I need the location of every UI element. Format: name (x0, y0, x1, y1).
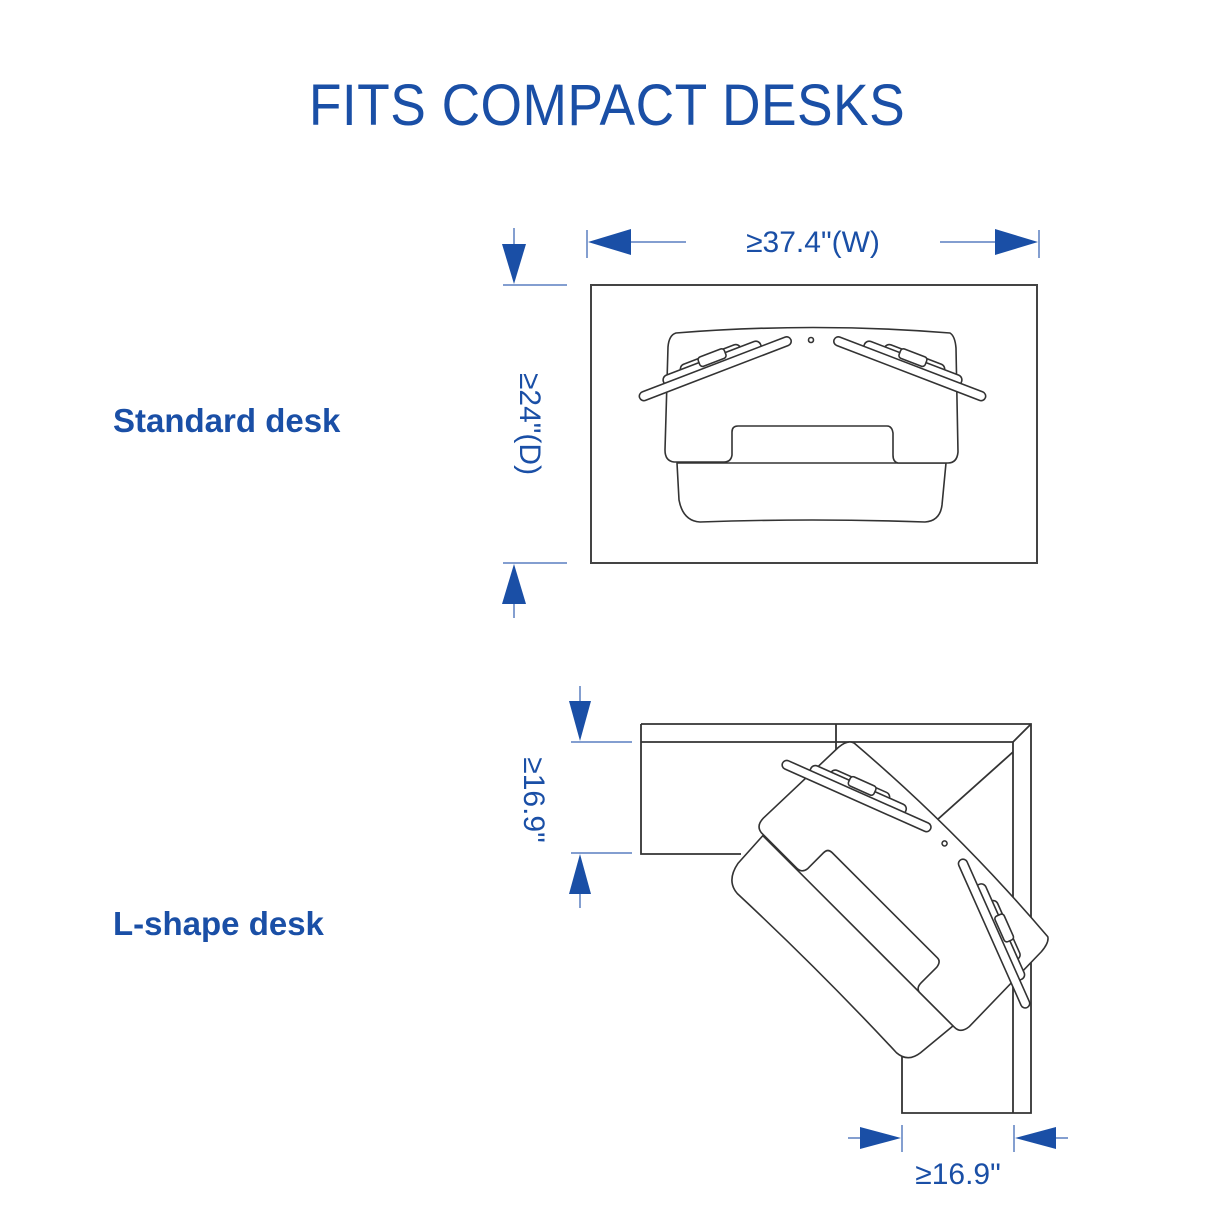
arrow-down-icon (569, 701, 591, 741)
arrow-down-icon (502, 244, 526, 284)
desk-converter-top-view-icon (638, 326, 987, 523)
desk-converter-top-view-icon (731, 741, 1049, 1059)
side-dimension (569, 686, 632, 908)
width-dimension (586, 229, 1040, 258)
standard-desk-label: Standard desk (113, 402, 341, 439)
l-shape-desk-diagram: ≥16.9" ≥16.9" (517, 686, 1068, 1191)
bottom-dimension (848, 1125, 1068, 1152)
depth-dimension-text: ≥24"(D) (513, 373, 546, 475)
standard-desk-outline (590, 284, 1038, 564)
arrow-up-icon (502, 564, 526, 604)
standard-desk-diagram: ≥37.4"(W) ≥24"(D) (502, 226, 1040, 618)
arrow-right-icon (995, 229, 1038, 255)
width-dimension-text: ≥37.4"(W) (746, 226, 880, 259)
arrow-right-icon (860, 1127, 901, 1149)
page-title: FITS COMPACT DESKS (308, 73, 906, 138)
side-dimension-text: ≥16.9" (517, 757, 550, 843)
depth-dimension (502, 228, 567, 618)
arrow-up-icon (569, 854, 591, 894)
arrow-left-icon (1015, 1127, 1056, 1149)
bottom-dimension-text: ≥16.9" (915, 1158, 1001, 1191)
l-shape-desk-label: L-shape desk (113, 905, 324, 942)
arrow-left-icon (588, 229, 631, 255)
